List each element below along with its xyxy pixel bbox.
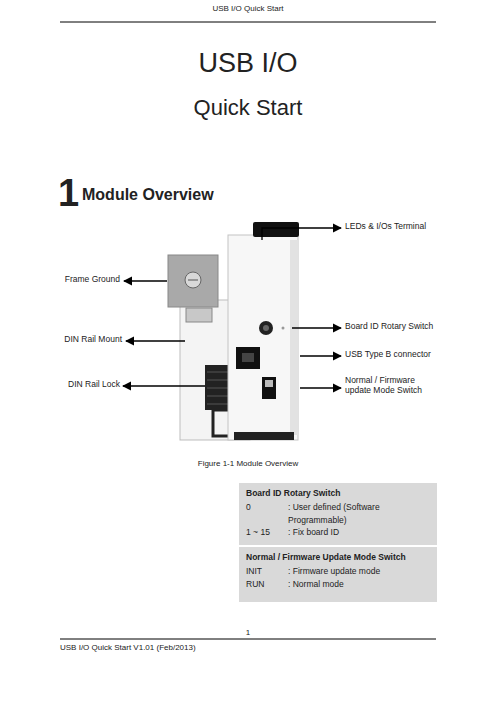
info-box: Normal / Firmware Update Mode SwitchINIT… xyxy=(239,547,437,602)
callout-label: Frame Ground xyxy=(40,275,120,285)
callout-label: USB Type B connector xyxy=(345,350,485,360)
callout-label: DIN Rail Lock xyxy=(30,380,120,390)
footer-rule xyxy=(60,639,436,640)
definition-row: RUN: Normal mode xyxy=(246,578,430,590)
box-heading: Board ID Rotary Switch xyxy=(246,487,430,499)
definition-value: : Firmware update mode xyxy=(288,565,380,577)
page-number: 1 xyxy=(0,628,496,637)
document-subtitle: Quick Start xyxy=(0,95,496,120)
callout-label: Normal / Firmware update Mode Switch xyxy=(345,376,437,396)
running-header: USB I/O Quick Start xyxy=(0,4,496,13)
callout-label: DIN Rail Mount xyxy=(30,335,122,345)
definition-value: : Fix board ID xyxy=(288,526,339,538)
module-body xyxy=(228,222,299,440)
callout-label: LEDs & I/Os Terminal xyxy=(345,222,485,232)
definition-key: 1 ~ 15 xyxy=(246,526,288,538)
header-rule xyxy=(60,22,436,23)
figure-caption: Figure 1-1 Module Overview xyxy=(0,459,496,468)
definition-key: INIT xyxy=(246,565,288,577)
callout-label: Board ID Rotary Switch xyxy=(345,322,485,332)
definition-value: : Normal mode xyxy=(288,578,344,590)
document-title: USB I/O xyxy=(0,48,496,79)
section-number: 1 xyxy=(58,172,79,216)
callout-leaders xyxy=(123,228,341,388)
definition-row: INIT: Firmware update mode xyxy=(246,565,430,577)
definition-value: : User defined (Software Programmable) xyxy=(288,501,430,526)
info-box: Board ID Rotary Switch 0: User defined (S… xyxy=(239,483,437,545)
definition-row: 1 ~ 15: Fix board ID xyxy=(246,526,430,538)
box-heading: Normal / Firmware Update Mode Switch xyxy=(246,551,430,563)
section-heading: Module Overview xyxy=(82,186,214,204)
definition-row: 0: User defined (Software Programmable) xyxy=(246,501,430,526)
definition-key: RUN xyxy=(246,578,288,590)
definition-key: 0 xyxy=(246,501,288,526)
running-footer: USB I/O Quick Start V1.01 (Feb/2013) xyxy=(60,643,360,652)
